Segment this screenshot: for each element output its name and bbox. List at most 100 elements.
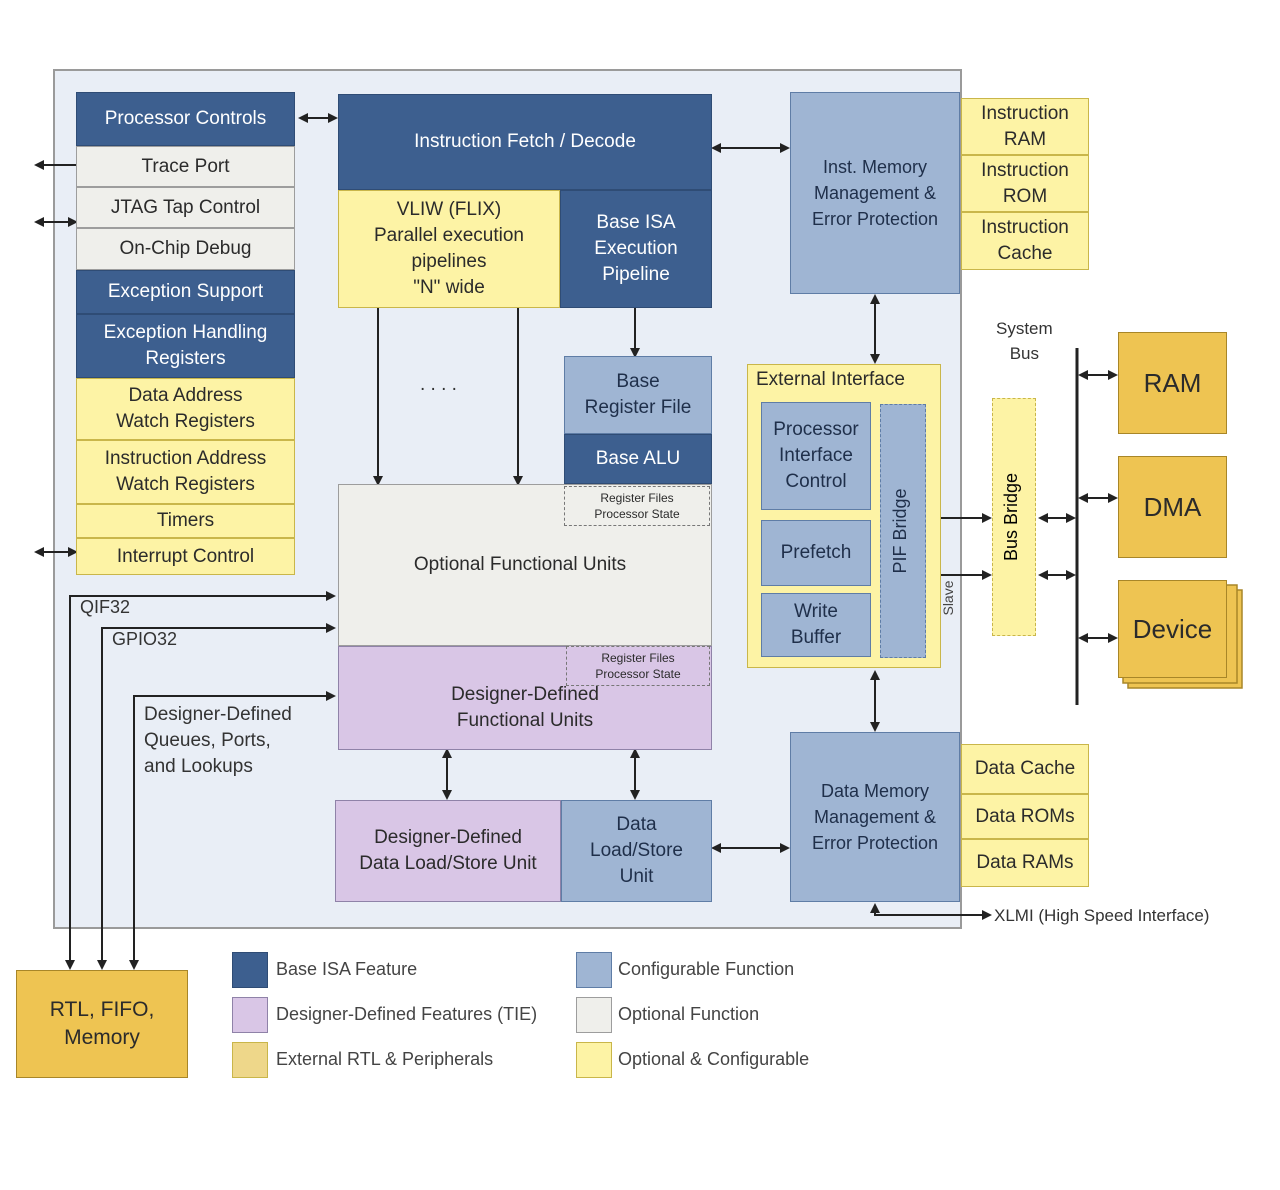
inst-mmu-line-3: Error Protection: [811, 209, 939, 229]
vliw-line-4: "N" wide: [413, 277, 485, 298]
data-cache: Data Cache: [961, 744, 1089, 794]
register-files-1-line-2: Processor State: [594, 507, 680, 521]
instruction-address-line-2: Watch Registers: [116, 474, 255, 495]
queues-line-1: Designer-Defined: [144, 704, 292, 725]
data-lsu-line-1: Data: [616, 814, 657, 835]
data-lsu-line-3: Unit: [619, 866, 654, 887]
trace-port: Trace Port: [76, 146, 295, 187]
ram: RAM: [1118, 332, 1227, 434]
device: Device: [1118, 580, 1227, 678]
rtl-fifo-memory: RTL, FIFO, Memory: [16, 970, 188, 1078]
data-mmu-line-2: Management &: [813, 807, 937, 827]
on-chip-debug: On-Chip Debug: [76, 228, 295, 270]
designer-units-line-2: Functional Units: [456, 710, 594, 731]
data-roms: Data ROMs: [961, 794, 1089, 839]
instruction-cache-line-2: Cache: [997, 243, 1053, 264]
write-buffer-line-1: Write: [794, 601, 838, 622]
bus-bridge: [992, 398, 1036, 636]
data-mmu-line-3: Error Protection: [811, 833, 939, 853]
vliw-flix: VLIW (FLIX) Parallel execution pipelines…: [338, 190, 560, 308]
exception-handling-registers: Exception Handling Registers: [76, 314, 295, 378]
designer-lsu-line-2: Data Load/Store Unit: [359, 853, 537, 874]
jtag-tap-control: JTAG Tap Control: [76, 187, 295, 228]
slave-label: Slave: [940, 580, 956, 616]
data-mmu-line-1: Data Memory: [820, 781, 930, 801]
pic-line-2: Interface: [779, 445, 853, 466]
pif-bridge-label: PIF Bridge: [890, 488, 910, 574]
data-rams: Data RAMs: [961, 839, 1089, 887]
base-isa-line-3: Pipeline: [602, 264, 670, 285]
register-files-processor-state-1: Register Files Processor State: [564, 486, 710, 526]
register-files-2-line-1: Register Files: [601, 651, 675, 665]
designer-lsu-line-1: Designer-Defined: [374, 827, 522, 848]
exception-support: Exception Support: [76, 270, 295, 314]
queues-line-3: and Lookups: [144, 756, 253, 777]
optional-units-label: Optional Functional Units: [413, 554, 627, 575]
pic-line-1: Processor: [773, 419, 859, 440]
bus-bridge-label: Bus Bridge: [1001, 472, 1021, 562]
arrow-qif32: [65, 591, 336, 970]
instruction-cache: Instruction Cache: [961, 212, 1089, 270]
exception-handling-line-1: Exception Handling: [103, 322, 268, 343]
instruction-rom: Instruction ROM: [961, 155, 1089, 212]
instruction-rom-line-1: Instruction: [981, 159, 1069, 181]
exception-handling-line-2: Registers: [145, 348, 226, 369]
legend-swatch-external-rtl: [232, 1042, 268, 1078]
pic-line-3: Control: [785, 471, 847, 492]
pif-bridge: [880, 404, 926, 658]
base-register-file: Base Register File: [564, 356, 712, 434]
legend-label-base-isa: Base ISA Feature: [276, 959, 418, 979]
dma: DMA: [1118, 456, 1227, 558]
legend-swatch-designer: [232, 997, 268, 1033]
instruction-ram-line-1: Instruction: [981, 102, 1069, 124]
register-files-processor-state-2: Register Files Processor State: [566, 646, 710, 686]
write-buffer: Write Buffer: [761, 593, 871, 657]
instruction-ram: Instruction RAM: [961, 98, 1089, 155]
xlmi-label: XLMI (High Speed Interface): [994, 906, 1210, 925]
data-load-store-unit: Data Load/Store Unit: [561, 800, 712, 902]
arrow-gpio32: [97, 623, 336, 970]
instruction-address-line-1: Instruction Address: [104, 448, 267, 469]
processor-interface-control: Processor Interface Control: [761, 402, 871, 510]
base-isa-line-2: Execution: [594, 238, 678, 259]
rtl-line-2: Memory: [64, 1026, 140, 1049]
vliw-line-3: pipelines: [411, 251, 487, 272]
inst-mmu-line-2: Management &: [813, 183, 937, 203]
designer-units-line-1: Designer-Defined: [451, 684, 599, 705]
legend-swatch-configurable: [576, 952, 612, 988]
qif32-label: QIF32: [80, 597, 131, 617]
base-alu: Base ALU: [564, 434, 712, 484]
register-files-1-line-1: Register Files: [600, 491, 674, 505]
instruction-address-watch-registers: Instruction Address Watch Registers: [76, 440, 295, 504]
vliw-line-2: Parallel execution: [374, 225, 524, 246]
base-isa-line-1: Base ISA: [596, 212, 676, 233]
data-lsu-line-2: Load/Store: [590, 840, 683, 861]
legend-label-optional-configurable: Optional & Configurable: [618, 1049, 810, 1069]
data-address-watch-registers: Data Address Watch Registers: [76, 378, 295, 440]
prefetch: Prefetch: [761, 520, 871, 586]
rtl-line-1: RTL, FIFO,: [49, 998, 155, 1021]
data-memory-management: Data Memory Management & Error Protectio…: [790, 732, 960, 902]
gpio32-label: GPIO32: [112, 629, 178, 649]
legend-swatch-optional-configurable: [576, 1042, 612, 1078]
designer-queues-label: Designer-Defined Queues, Ports, and Look…: [144, 702, 292, 780]
timers: Timers: [76, 504, 295, 538]
arrow-xlmi: [870, 903, 992, 920]
instruction-cache-line-1: Instruction: [981, 217, 1069, 238]
inst-mmu-line-1: Inst. Memory: [822, 157, 928, 177]
data-address-line-1: Data Address: [128, 385, 243, 406]
inst-memory-management: Inst. Memory Management & Error Protecti…: [790, 92, 960, 294]
legend-swatch-optional: [576, 997, 612, 1033]
system-bus-label: System Bus: [996, 316, 1053, 366]
vliw-line-1: VLIW (FLIX): [396, 199, 502, 220]
instruction-ram-line-2: RAM: [1003, 128, 1047, 150]
system-bus-line-2: Bus: [1009, 344, 1039, 363]
queues-line-2: Queues, Ports,: [144, 730, 271, 751]
legend-label-external-rtl: External RTL & Peripherals: [276, 1049, 494, 1069]
base-isa-execution-pipeline: Base ISA Execution Pipeline: [560, 190, 712, 308]
external-interface-title: External Interface: [756, 369, 905, 390]
processor-controls: Processor Controls: [76, 92, 295, 146]
register-files-2-line-2: Processor State: [595, 667, 681, 681]
legend-label-configurable: Configurable Function: [618, 959, 795, 979]
arrow-designer-queues: [129, 691, 336, 970]
